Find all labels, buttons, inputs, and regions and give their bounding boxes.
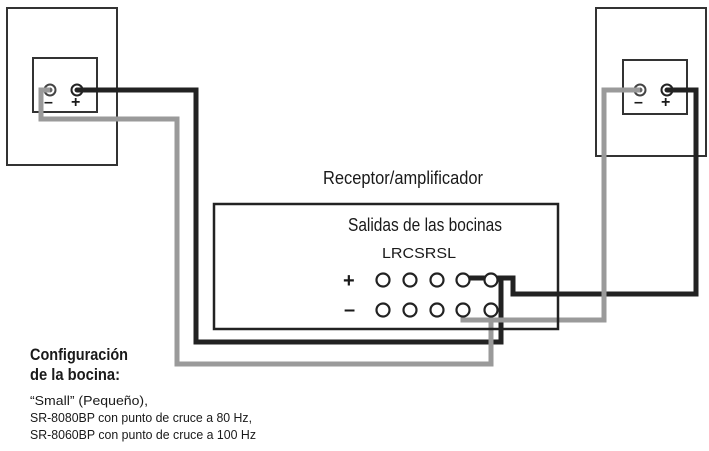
speaker-left-plus-label: + xyxy=(71,94,80,111)
receiver-channel-labels: LRCSRSL xyxy=(382,245,456,262)
receiver-terminal-minus-5 xyxy=(483,302,499,318)
config-note-line-5: SR-8060BP con punto de cruce a 100 Hz xyxy=(30,428,256,442)
receiver-title: Receptor/amplificador xyxy=(323,168,483,188)
receiver-terminal-plus-2 xyxy=(402,272,418,288)
receiver-plus-label: + xyxy=(343,270,355,292)
config-note-line-3: “Small” (Pequeño), xyxy=(30,394,148,408)
config-note-line-2: de la bocina: xyxy=(30,365,120,384)
receiver-terminal-minus-3 xyxy=(429,302,445,318)
receiver-box xyxy=(212,202,560,331)
receiver: Receptor/amplificador Salidas de las boc… xyxy=(212,168,560,331)
config-note-line-1: Configuración xyxy=(30,345,128,364)
receiver-terminal-plus-3 xyxy=(429,272,445,288)
receiver-terminal-plus-4 xyxy=(455,272,471,288)
receiver-outputs-title: Salidas de las bocinas xyxy=(348,215,502,235)
receiver-minus-label: – xyxy=(344,299,355,321)
speaker-left-minus-label: – xyxy=(44,94,53,111)
speaker-left: – + xyxy=(6,7,118,166)
speaker-right-plus-label: + xyxy=(661,94,670,111)
speaker-left-terminal-plate xyxy=(32,57,98,113)
speaker-right: – + xyxy=(595,7,707,157)
config-note-line-4: SR-8080BP con punto de cruce a 80 Hz, xyxy=(30,411,252,425)
receiver-terminal-plus-1 xyxy=(375,272,391,288)
speaker-right-minus-label: – xyxy=(634,94,643,111)
receiver-terminal-minus-1 xyxy=(375,302,391,318)
receiver-terminal-minus-4 xyxy=(455,302,471,318)
receiver-terminal-minus-2 xyxy=(402,302,418,318)
wire-left-negative xyxy=(38,87,494,367)
speaker-right-terminal-plate xyxy=(622,59,688,115)
receiver-terminal-plus-5 xyxy=(483,272,499,288)
config-note: Configuración de la bocina: “Small” (Peq… xyxy=(30,345,256,442)
